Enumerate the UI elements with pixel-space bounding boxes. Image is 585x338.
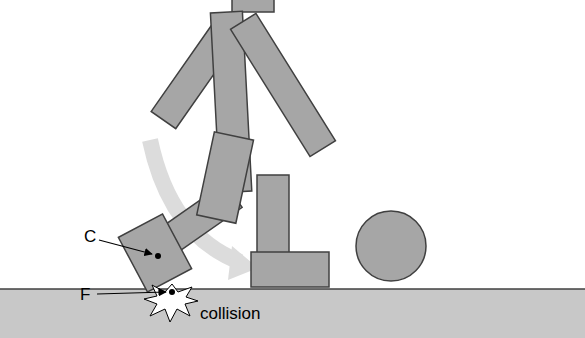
center-dot [155,253,161,259]
point-label: F [80,286,90,303]
kicking-foot [118,214,191,292]
point-label: C [84,228,96,245]
head [232,0,274,12]
ball [356,211,426,281]
thigh [197,132,254,223]
leader-line [97,292,166,294]
contact-dot [169,289,175,295]
arm [231,13,336,156]
leader-line [99,240,152,254]
collision-label: collision [200,305,260,322]
foot [251,252,329,287]
collision-star [144,284,198,322]
figure [118,0,335,292]
